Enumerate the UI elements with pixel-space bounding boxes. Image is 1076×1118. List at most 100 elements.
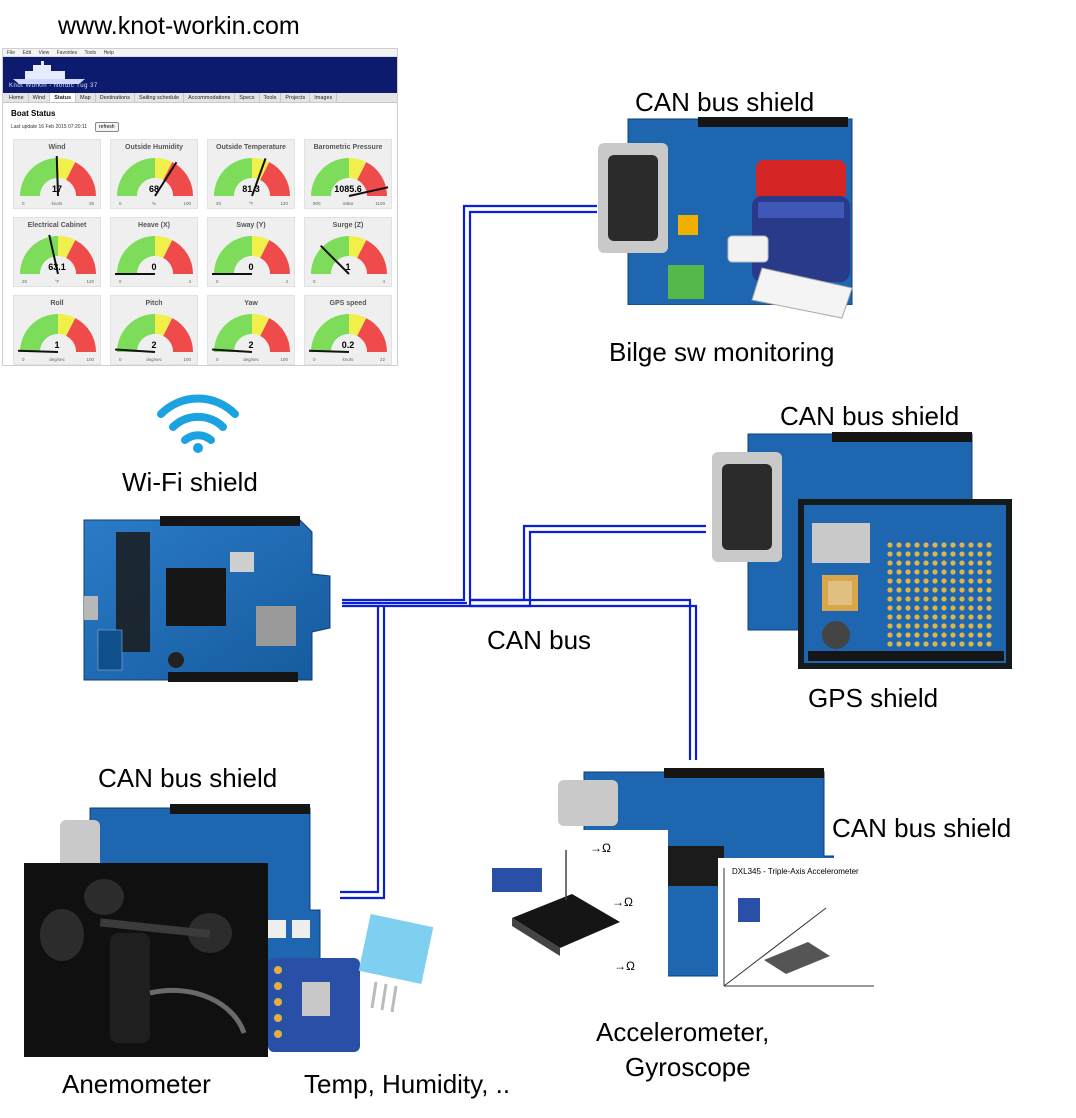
temp-humidity-label: Temp, Humidity, .. [304,1069,511,1099]
gauge-title: Barometric Pressure [313,144,383,151]
gauge-value: 2 [151,340,157,350]
gauge-max: 4 [188,279,191,284]
gauge-band [214,236,252,274]
gauge-title: Yaw [244,300,258,307]
gauge-value: 1 [54,340,60,350]
nav-map: Map [76,93,96,102]
gauge-band [252,314,270,336]
gauge-band [20,158,58,196]
gauge-band [311,158,349,196]
site-title: Knot Workin - Nordic Tug 37 [9,83,98,89]
gauge-dial [115,314,193,354]
menu-help: Help [103,50,114,56]
anemometer-photo [24,863,268,1057]
site-nav: Home Wind Status Map Destinations Sailin… [3,93,397,103]
gauge-title: Heave (X) [138,222,170,229]
gauge-unit: knots [342,357,354,362]
gauge-band [252,236,270,258]
gauge-band [117,158,155,196]
gauge-dial [117,158,193,198]
can-shield-accel-label: CAN bus shield [832,813,1012,843]
wifi-icon [157,394,239,453]
gauge-unit: °F [248,201,254,206]
gauge-needle [212,348,253,353]
gps-shield-label: GPS shield [808,683,939,713]
gauge-min: 0 [313,279,316,284]
gps-shield-board [798,499,1012,669]
gauge-dial [311,236,387,276]
gps-proto-grid [887,542,992,647]
gauge-unit: deg/sec [146,357,162,362]
gauge-band [260,162,290,196]
gauge-needle [18,349,59,353]
dxl345-datasheet: DXL345 - Triple-Axis Accelerometer [718,858,882,992]
gauge-value: 17 [51,184,62,194]
gauge-needle [154,161,178,197]
can-shield-anemometer-label: CAN bus shield [98,763,278,793]
gauge-band [155,314,173,336]
menu-tools: Tools [84,50,97,56]
gauge-title: Outside Humidity [125,144,183,151]
gauge-title: Sway (Y) [236,222,266,229]
gauge-title: Outside Temperature [216,144,286,151]
gauge-max: 100 [183,357,191,362]
gauge-needle [348,186,389,197]
gauge-dial [115,236,193,276]
gauge-min: 0 [216,357,219,362]
gauge-unit: deg/sec [49,357,65,362]
gauge-unit: deg/sec [243,357,259,362]
wifi-shield-label: Wi-Fi shield [122,467,258,497]
gauge-value: 81.3 [242,184,260,194]
nav-accommodations: Accommodations [184,93,236,102]
menu-view: View [38,50,50,56]
gauge-needle [251,158,267,197]
gauge-value: 1 [345,262,351,272]
gauge-min: 20 [216,201,222,206]
nav-home: Home [5,93,29,102]
last-update: Last update 16 Feb 2015 07:20:11 [11,124,88,130]
gauge-unit: % [151,201,156,206]
gauge-band [163,318,193,352]
gauge-band [349,158,367,180]
gauge-title: GPS speed [329,300,367,307]
gauge-band [117,236,155,274]
can-shield-top-label: CAN bus shield [635,87,815,117]
gauge-max: 120 [280,201,288,206]
gauge-band [357,318,387,352]
bilge-label: Bilge sw monitoring [609,337,835,367]
site-heading: Boat Status [11,109,56,118]
gauge-title: Roll [50,300,64,307]
gauge-band [163,240,193,274]
gauge-band [260,318,290,352]
menu-edit: Edit [22,50,32,56]
site-banner: Knot Workin - Nordic Tug 37 [3,57,397,93]
gauge-band [349,314,367,336]
gauge-band [214,158,252,196]
accel-label-line1: Accelerometer, [596,1017,770,1047]
gauge-dial [311,158,389,198]
gauge-band [155,236,173,258]
accel-label-line2: Gyroscope [625,1052,751,1082]
can-shield-gps-label: CAN bus shield [780,401,960,431]
nav-sailing-schedule: Sailing schedule [135,93,185,102]
gauge-band [117,314,155,352]
gauge-unit: mBar [342,201,354,206]
gauge-band [311,314,349,352]
website-url: www.knot-workin.com [58,12,300,40]
gauge-min: 20 [22,279,28,284]
wifi-shield-board [83,516,331,682]
gauge-needle [309,349,350,353]
gauge-needle [320,245,350,275]
nav-tools: Tools [260,93,282,102]
gauge-dial [309,314,387,354]
gauge-band [66,240,96,274]
gauge-title: Electrical Cabinet [27,222,87,229]
gauge-max: 100 [183,201,191,206]
gauge-min: 0 [22,357,25,362]
